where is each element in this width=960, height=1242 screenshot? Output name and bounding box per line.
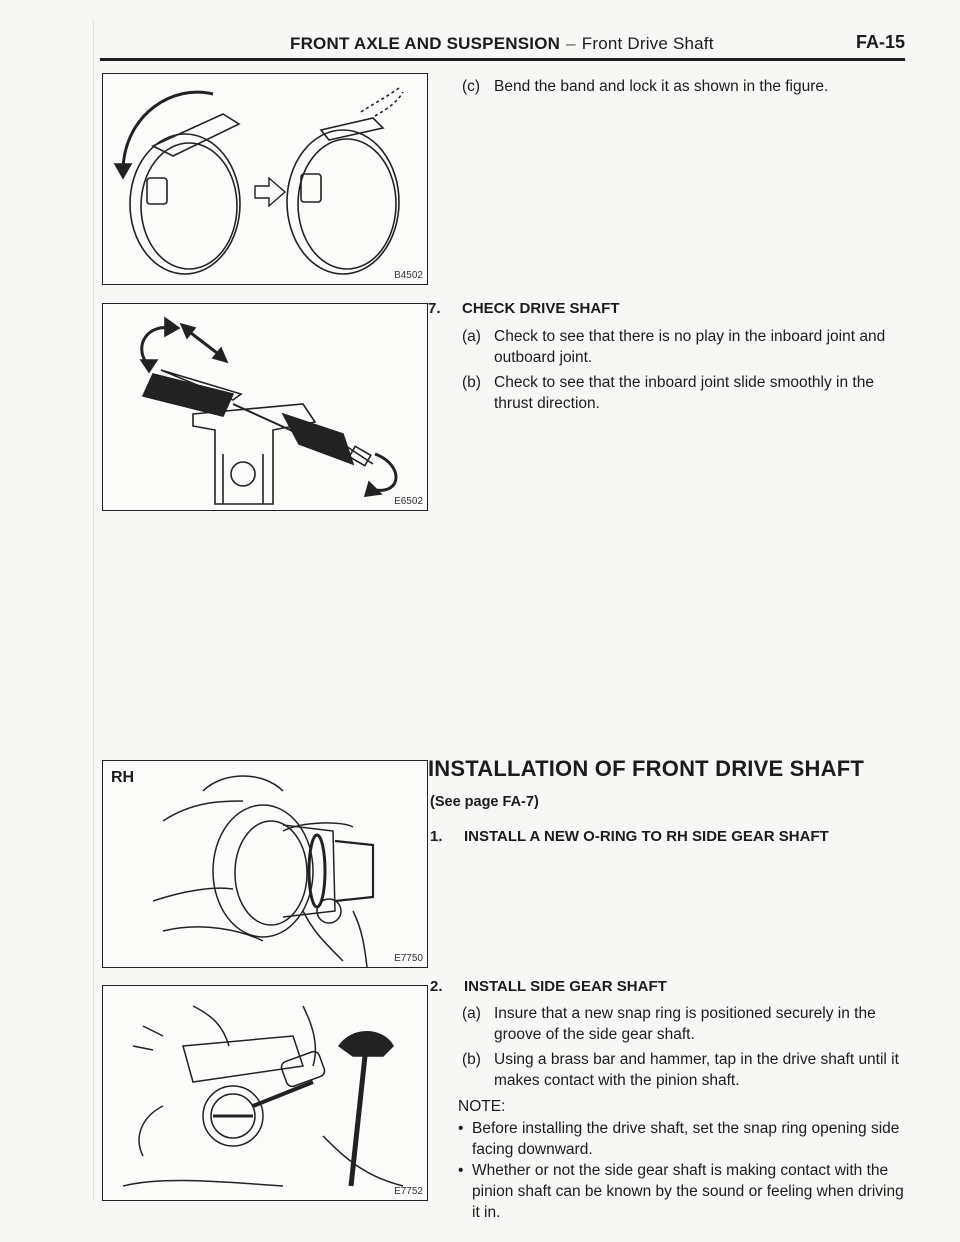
band-clamp-illustration [113,87,404,275]
side-gear-shaft-illustration [122,1005,404,1187]
note-label: NOTE: [458,1098,506,1115]
figure-code: E7750 [394,953,423,964]
text-column: (c) Bend the band and lock it as shown i… [428,0,908,1242]
header-section: FRONT AXLE AND SUSPENSION [290,34,561,53]
note-text: Before installing the drive shaft, set t… [472,1120,900,1158]
header-title: FRONT AXLE AND SUSPENSION–Front Drive Sh… [290,34,714,54]
note-text: Whether or not the side gear shaft is ma… [472,1162,904,1221]
step-text: Check to see that the inboard joint slid… [494,374,874,412]
step-title: INSTALL A NEW O-RING TO RH SIDE GEAR SHA… [464,828,829,845]
header-dash: – [566,34,576,53]
figure-drive-shaft-check: E6502 [102,303,428,511]
step-mark: (b) [462,374,481,391]
section-title: INSTALLATION OF FRONT DRIVE SHAFT [428,756,864,781]
step-title: CHECK DRIVE SHAFT [462,300,620,317]
step-mark: (a) [462,1005,481,1022]
step-mark: (a) [462,328,481,345]
step-number: 7. [428,300,441,317]
figure-code: E6502 [394,496,423,507]
step-title: INSTALL SIDE GEAR SHAFT [464,978,667,995]
see-page-reference: (See page FA-7) [430,794,539,810]
step-text: Bend the band and lock it as shown in th… [494,78,829,95]
page-number: FA-15 [855,32,905,52]
figure-band-clamp: B4502 [102,73,428,285]
header-subsection: Front Drive Shaft [581,34,714,53]
figure-side-label: RH [111,769,135,786]
page-header: FRONT AXLE AND SUSPENSION–Front Drive Sh… [100,32,905,58]
drive-shaft-illustration [139,316,398,505]
step-text: Insure that a new snap ring is positione… [494,1005,876,1043]
bullet-dot: • [458,1162,464,1179]
step-text: Check to see that there is no play in th… [494,328,886,366]
header-rule [100,58,905,61]
step-number: 1. [430,828,443,845]
step-number: 2. [430,978,443,995]
figure-code: E7752 [394,1186,423,1197]
step-mark: (b) [462,1051,481,1068]
o-ring-illustration [152,775,375,967]
figure-side-gear-shaft: E7752 [102,985,428,1201]
figure-o-ring: RH E7750 [102,760,428,968]
bullet-dot: • [458,1120,464,1137]
figure-code: B4502 [394,270,423,281]
step-text: Using a brass bar and hammer, tap in the… [494,1051,899,1089]
step-mark: (c) [462,78,481,95]
page-edge-shadow [93,20,94,1200]
